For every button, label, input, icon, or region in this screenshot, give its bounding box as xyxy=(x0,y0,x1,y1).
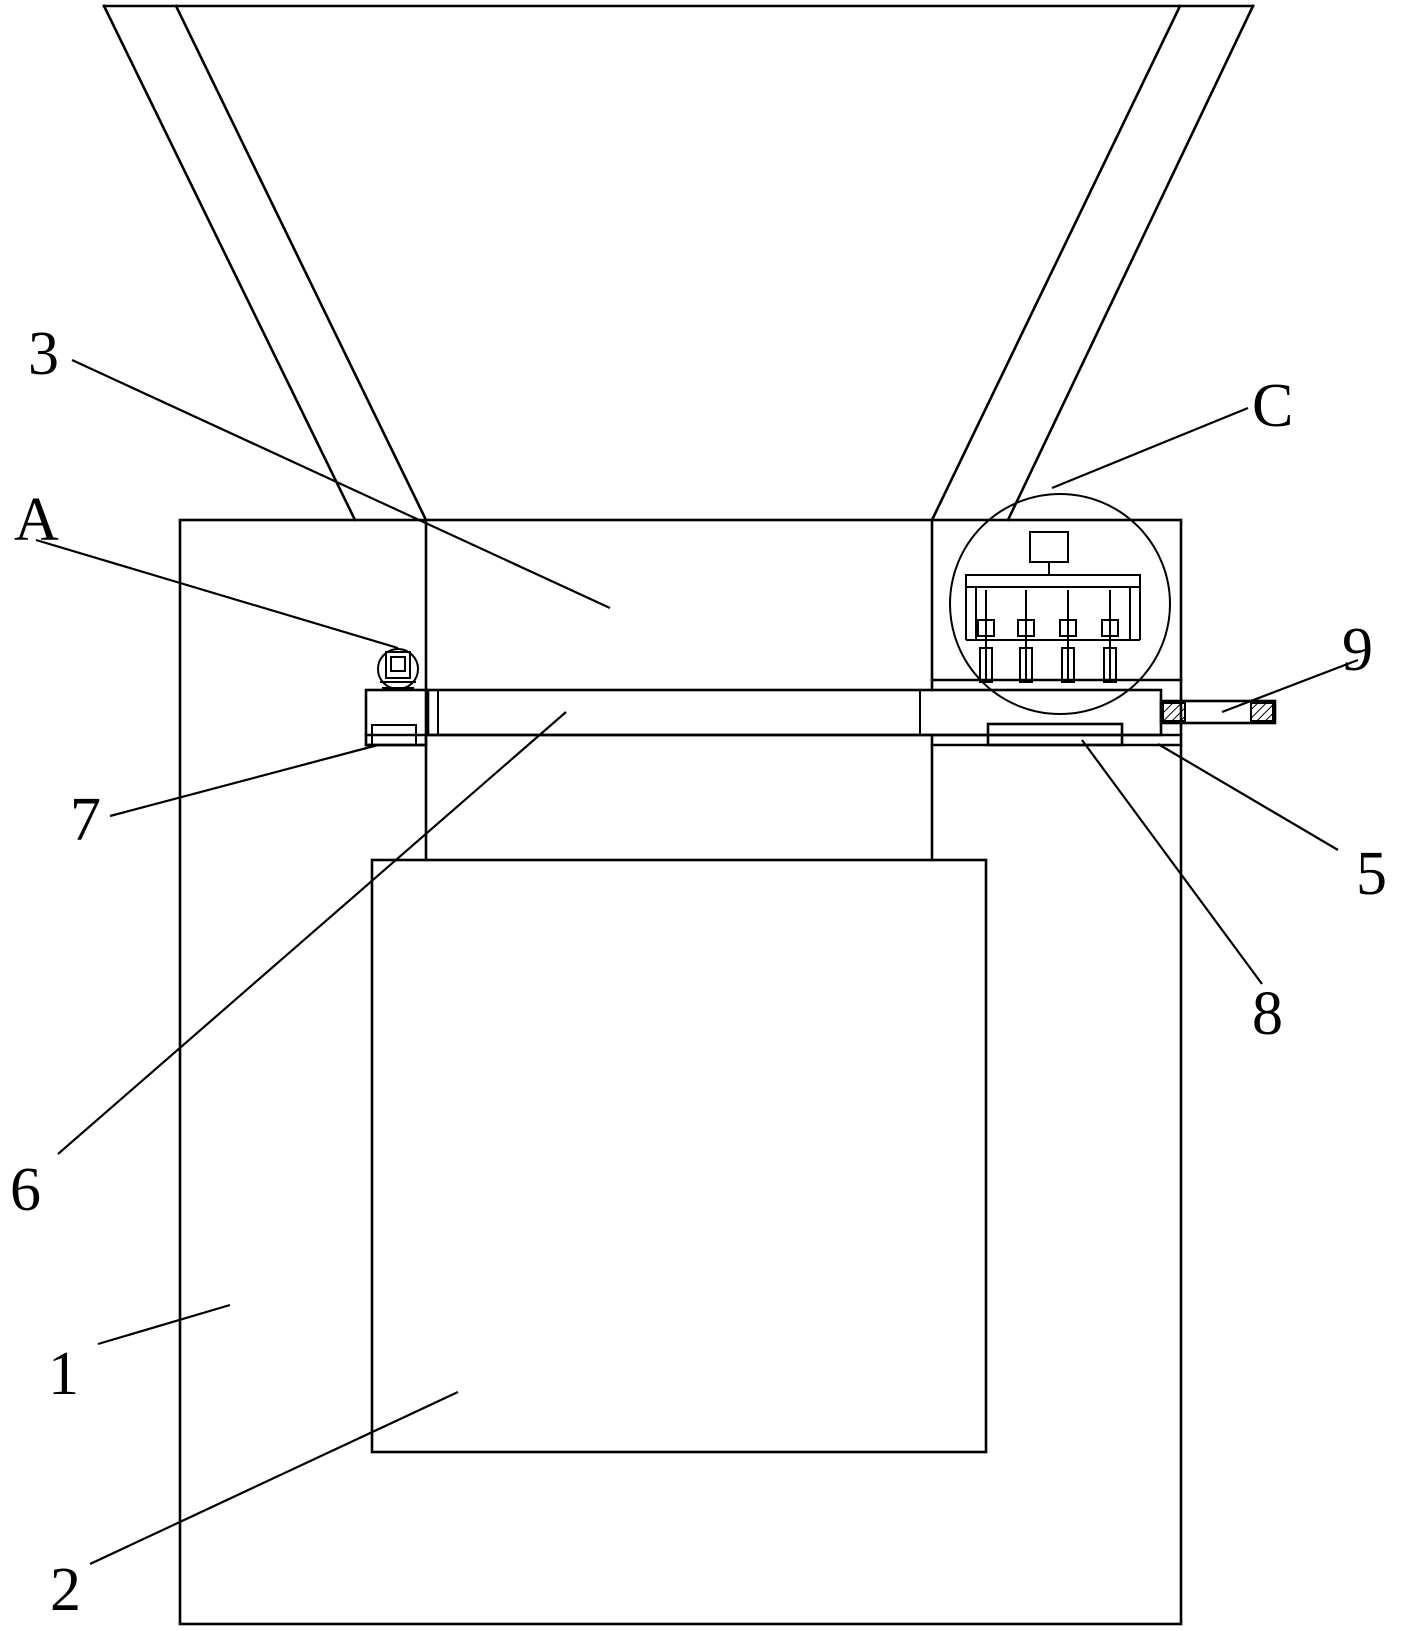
pin-4 xyxy=(1101,590,1119,683)
label-9: 9 xyxy=(1342,616,1373,684)
guide-rail xyxy=(364,733,1183,747)
feed-chute xyxy=(424,518,934,862)
label-3: 3 xyxy=(28,320,59,388)
label-2: 2 xyxy=(50,1556,81,1624)
label-a: A xyxy=(14,486,59,554)
label-5: 5 xyxy=(1356,840,1387,908)
collection-box xyxy=(370,858,988,1454)
sliding-plate xyxy=(426,688,1163,737)
housing-body xyxy=(178,518,1183,1626)
label-7: 7 xyxy=(70,786,101,854)
reference-labels: 3 A C 9 5 8 7 6 1 2 xyxy=(10,320,1387,1624)
detail-a-fastener xyxy=(377,648,419,690)
label-6: 6 xyxy=(10,1156,41,1224)
left-bracket xyxy=(364,688,428,747)
label-c: C xyxy=(1252,372,1293,440)
label-1: 1 xyxy=(48,1340,79,1408)
label-8: 8 xyxy=(1252,980,1283,1048)
pin-1 xyxy=(977,590,995,683)
leader-lines xyxy=(35,359,1359,1565)
hopper xyxy=(102,4,1255,522)
handle-part-9 xyxy=(1159,699,1277,725)
pin-3 xyxy=(1059,590,1077,683)
detail-c-assembly xyxy=(949,493,1171,715)
block-part-8 xyxy=(986,722,1124,747)
pin-2 xyxy=(1017,590,1035,683)
